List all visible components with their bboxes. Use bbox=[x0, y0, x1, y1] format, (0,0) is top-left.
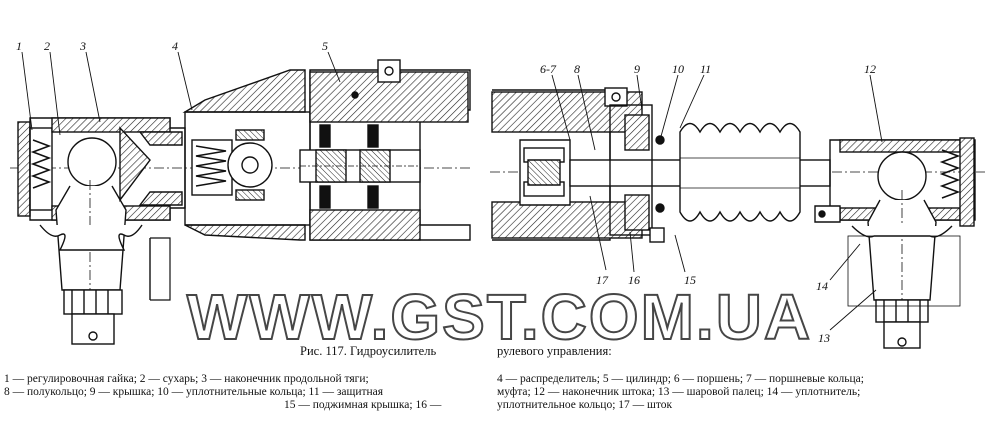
callout-6-7: 6-7 bbox=[540, 62, 557, 76]
leader-lines bbox=[21, 51, 883, 331]
callout-15: 15 bbox=[684, 273, 696, 287]
left-assembly bbox=[10, 59, 471, 345]
callout-17: 17 bbox=[596, 273, 609, 287]
watermark-text: WWW.GST.COM.UA bbox=[186, 280, 813, 354]
legend-right-line: муфта; 12 — наконечник штока; 13 — шаров… bbox=[497, 386, 861, 398]
callout-11: 11 bbox=[700, 62, 711, 76]
right-assembly bbox=[490, 87, 985, 350]
legend-right-line: уплотнительное кольцо; 17 — шток bbox=[497, 399, 673, 411]
legend-right: 4 — распределитель; 5 — цилиндр; 6 — пор… bbox=[497, 373, 995, 412]
legend-left-line: 1 — регулировочная гайка; 2 — сухарь; 3 … bbox=[4, 373, 369, 385]
callout-8: 8 bbox=[574, 62, 580, 76]
callout-13: 13 bbox=[818, 331, 830, 345]
legend-left-line: 15 — поджимная крышка; 16 — bbox=[284, 399, 442, 411]
callout-16: 16 bbox=[628, 273, 640, 287]
callout-labels: 1 2 3 4 5 6-7 8 9 10 11 12 17 16 15 14 1… bbox=[16, 39, 876, 345]
callout-5: 5 bbox=[322, 39, 328, 53]
callout-12: 12 bbox=[864, 62, 876, 76]
callout-1: 1 bbox=[16, 39, 22, 53]
figure-caption-part1: Рис. 117. Гидроусилитель bbox=[300, 344, 437, 358]
callout-9: 9 bbox=[634, 62, 640, 76]
legend-left: 1 — регулировочная гайка; 2 — сухарь; 3 … bbox=[4, 373, 470, 412]
callout-3: 3 bbox=[79, 39, 86, 53]
legend-right-line: 4 — распределитель; 5 — цилиндр; 6 — пор… bbox=[497, 373, 864, 385]
callout-10: 10 bbox=[672, 62, 684, 76]
callout-2: 2 bbox=[44, 39, 50, 53]
figure-caption-part2: рулевого управления: bbox=[497, 344, 612, 358]
legend-left-line: 8 — полукольцо; 9 — крышка; 10 — уплотни… bbox=[4, 386, 384, 398]
callout-4: 4 bbox=[172, 39, 178, 53]
callout-14: 14 bbox=[816, 279, 828, 293]
